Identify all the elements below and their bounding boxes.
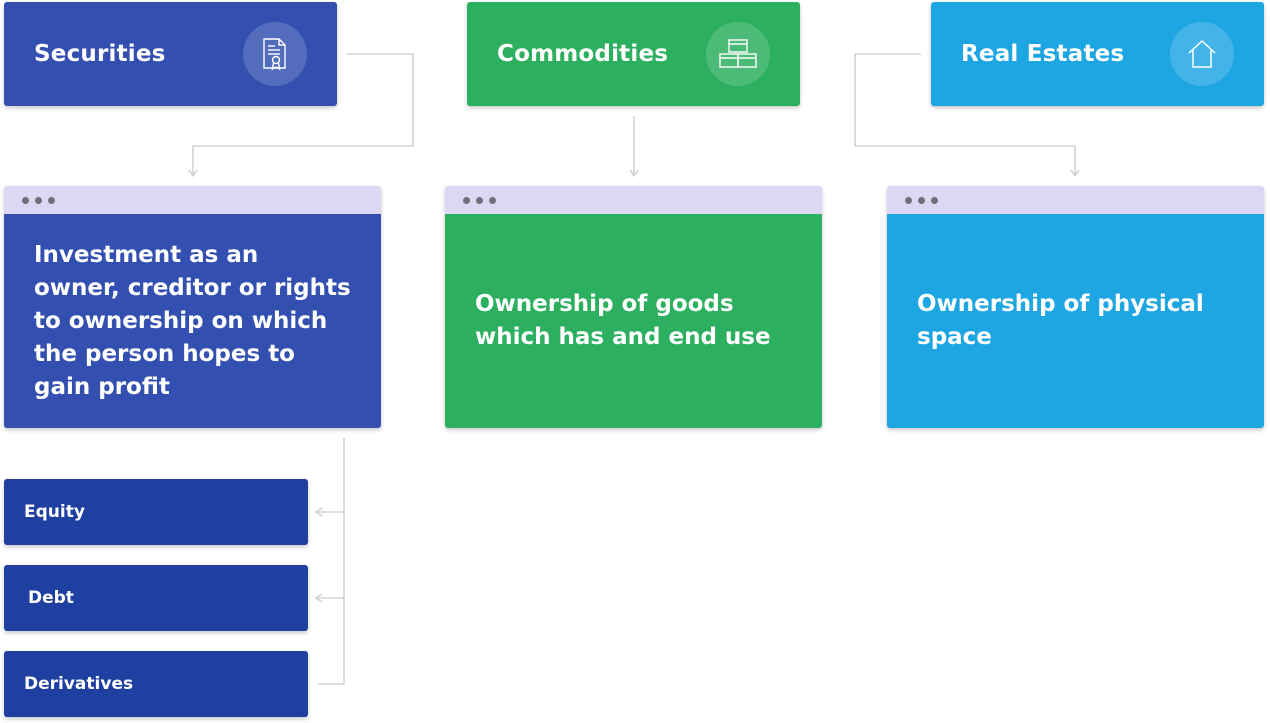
window-dot (463, 196, 470, 204)
window-dot (931, 196, 938, 204)
window-dot (35, 196, 42, 204)
derivatives-label: Derivatives (24, 674, 134, 694)
derivatives-card[interactable]: Derivatives (4, 651, 308, 717)
securities-title: Securities (34, 41, 166, 67)
commodities-title: Commodities (497, 41, 669, 67)
commodities-description: Ownership of goods which has and end use (475, 291, 771, 350)
commodities-description-box: Ownership of goods which has and end use (445, 214, 822, 428)
commodities-window: Ownership of goods which has and end use (445, 186, 822, 428)
window-dot (918, 196, 925, 204)
real-estates-description: Ownership of physical space (917, 291, 1204, 350)
equity-label: Equity (24, 502, 85, 522)
real-estates-card[interactable]: Real Estates (931, 2, 1264, 106)
house-icon (1170, 22, 1234, 86)
real-estates-description-box: Ownership of physical space (887, 214, 1264, 428)
certificate-icon (243, 22, 307, 86)
debt-label: Debt (28, 588, 74, 608)
window-dot (22, 196, 29, 204)
window-dot (48, 196, 55, 204)
window-titlebar (445, 186, 822, 214)
commodities-card[interactable]: Commodities (467, 2, 800, 106)
window-dot (489, 196, 496, 204)
real-estates-window: Ownership of physical space (887, 186, 1264, 428)
securities-description: Investment as an owner, creditor or righ… (34, 241, 351, 400)
equity-card[interactable]: Equity (4, 479, 308, 545)
securities-window: Investment as an owner, creditor or righ… (4, 186, 381, 428)
debt-card[interactable]: Debt (4, 565, 308, 631)
window-titlebar (887, 186, 1264, 214)
securities-card[interactable]: Securities (4, 2, 337, 106)
securities-description-box: Investment as an owner, creditor or righ… (4, 214, 381, 428)
real-estates-title: Real Estates (961, 41, 1125, 67)
window-dot (476, 196, 483, 204)
window-dot (905, 196, 912, 204)
boxes-icon (706, 22, 770, 86)
window-titlebar (4, 186, 381, 214)
